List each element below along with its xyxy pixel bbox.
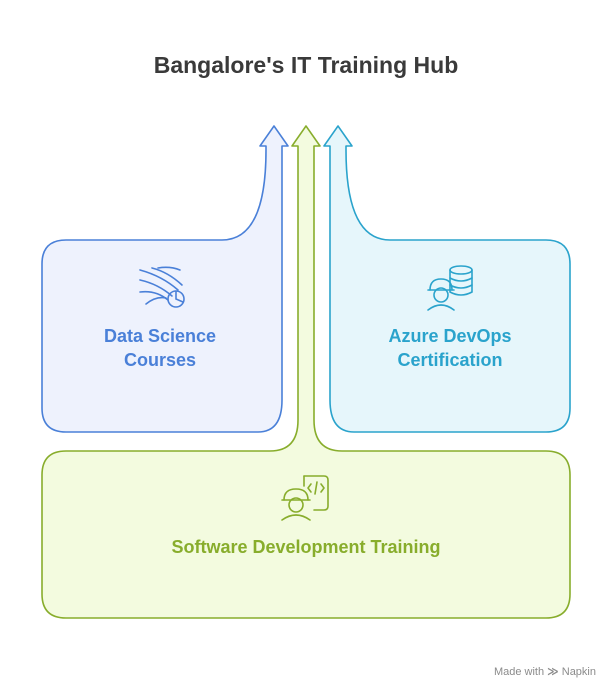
- napkin-logo-icon: ≫: [547, 666, 559, 678]
- page-title: Bangalore's IT Training Hub: [153, 52, 459, 78]
- azure-devops-label: Azure DevOps Certification: [332, 324, 568, 372]
- engineer-database-icon: [427, 265, 473, 311]
- developer-code-icon: [281, 475, 329, 521]
- data-science-shape: [41, 125, 289, 433]
- data-science-label-line1: Data Science: [103, 326, 217, 346]
- attribution-brand: Napkin: [561, 666, 596, 678]
- data-science-label-line2: Courses: [123, 350, 197, 370]
- attribution-prefix: Made with: [493, 666, 545, 678]
- napkin-attribution[interactable]: Made with ≫ Napkin: [494, 665, 596, 678]
- software-development-label-text: Software Development Training: [171, 537, 441, 557]
- software-development-shape: [41, 125, 571, 619]
- azure-devops-label-line2: Certification: [397, 350, 503, 370]
- data-science-label: Data Science Courses: [42, 324, 278, 372]
- azure-devops-shape: [323, 125, 571, 433]
- software-development-label: Software Development Training: [44, 535, 568, 559]
- azure-devops-label-line1: Azure DevOps: [388, 326, 512, 346]
- data-analytics-icon: [139, 266, 185, 308]
